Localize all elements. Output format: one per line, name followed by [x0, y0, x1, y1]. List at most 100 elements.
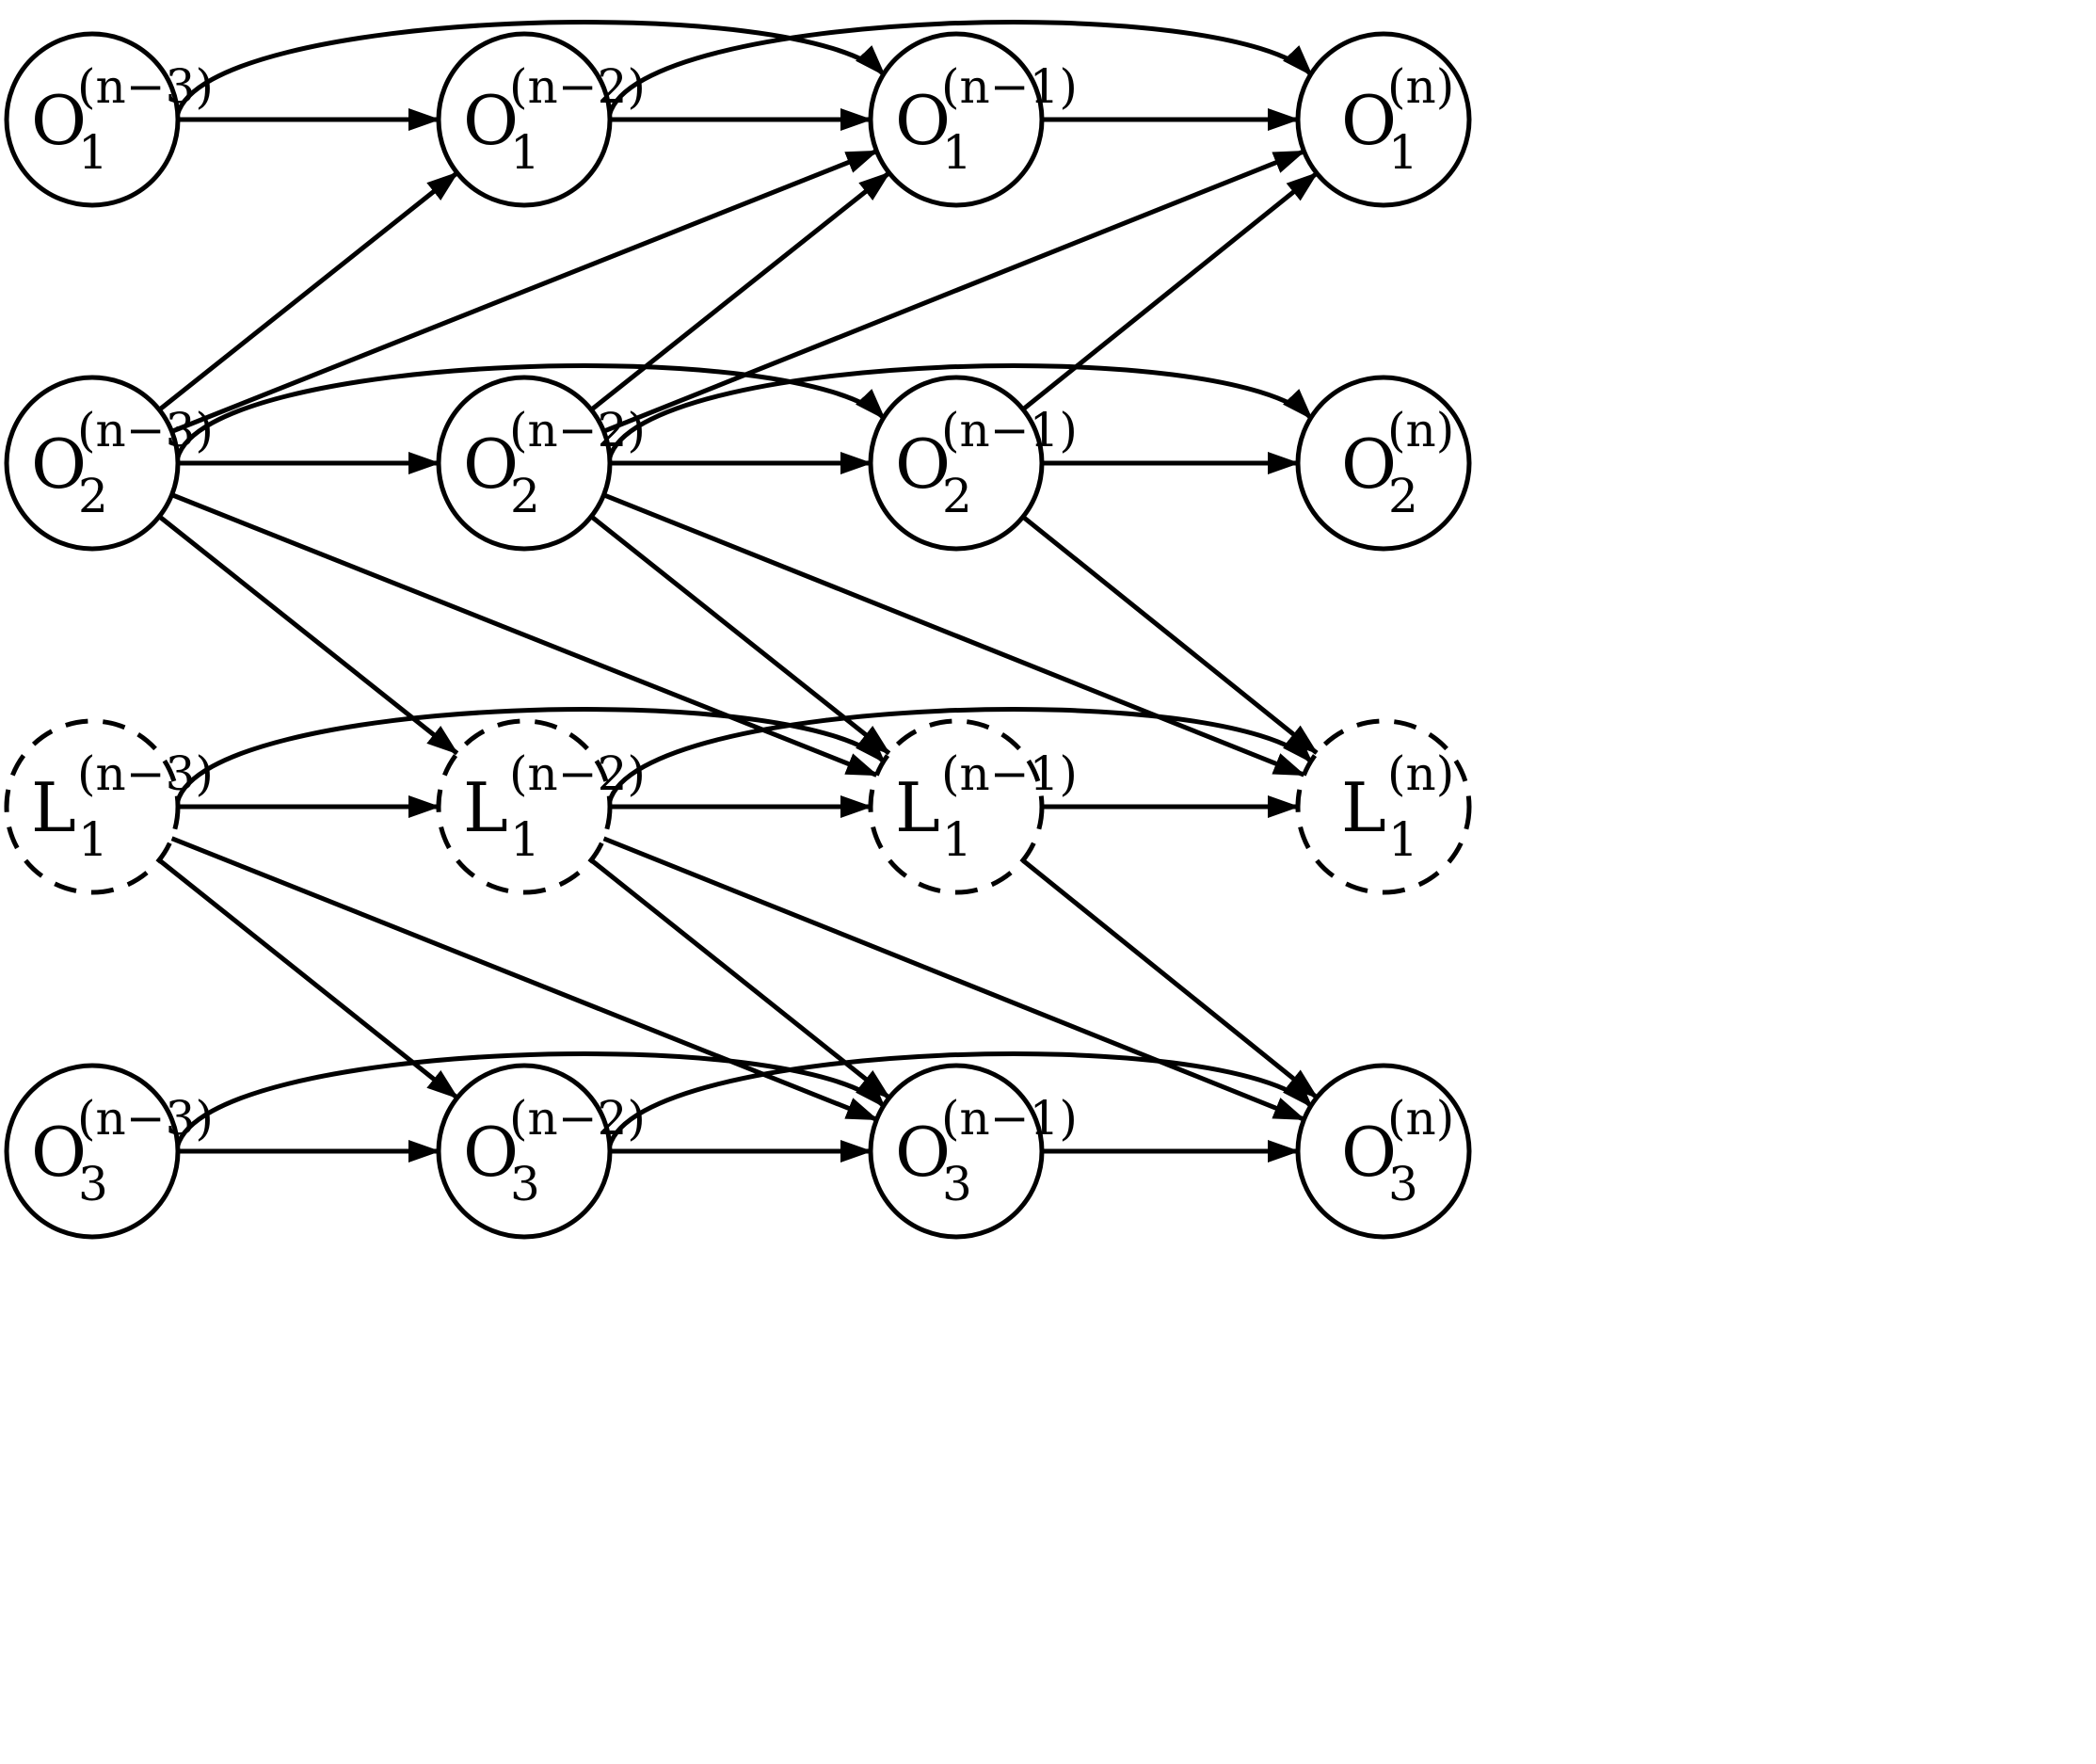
edge-o2-0-to-l1-2 — [170, 492, 879, 778]
node-label-sub-o1-2: 1 — [942, 125, 972, 180]
node-o3-3: O3 (n) — [1295, 1063, 1472, 1240]
node-circle-o2-1 — [436, 375, 613, 552]
node-label-sub-o1-0: 1 — [78, 125, 108, 180]
node-label-sup-o2-0: (n−3) — [77, 403, 214, 457]
node-label-base-o2-1: O — [463, 425, 519, 504]
edge-l1-0-to-o3-1 — [157, 858, 459, 1100]
node-circle-o3-2 — [868, 1063, 1045, 1240]
edge-o2-0-to-o1-1 — [157, 170, 459, 412]
edge-o2-1-to-l1-3 — [602, 492, 1306, 778]
edge-l1-1-to-o3-2 — [589, 858, 891, 1100]
edge-l1-0-to-o3-2 — [170, 836, 879, 1122]
node-label-sup-o3-2: (n−1) — [941, 1091, 1078, 1146]
edges-layer — [157, 20, 1319, 1163]
edge-o2-1-to-o1-3 — [602, 149, 1306, 434]
node-o2-1: O2 (n−2) — [436, 375, 646, 552]
node-label-sub-o2-2: 2 — [942, 469, 972, 523]
node-circle-o1-2 — [868, 31, 1045, 208]
node-label-base-o1-1: O — [463, 81, 519, 160]
node-label-base-o3-0: O — [31, 1113, 87, 1192]
node-circle-o1-3 — [1295, 31, 1472, 208]
node-label-base-l1-2: L — [895, 768, 940, 847]
node-label-sup-o1-3: (n) — [1387, 59, 1454, 114]
node-label-sub-l1-3: 1 — [1388, 812, 1418, 867]
node-circle-o2-3 — [1295, 375, 1472, 552]
node-circle-o1-1 — [436, 31, 613, 208]
nodes-layer: O1(n−3)O1(n−2)O1(n−1)O1(n)O2(n−3)O2(n−2)… — [4, 31, 1472, 1240]
node-o1-0: O1 (n−3) — [4, 31, 214, 208]
node-o2-2: O2 (n−1) — [868, 375, 1078, 552]
edge-o3-0-to-o3-2 — [175, 1051, 887, 1147]
edge-o2-0-to-o1-2 — [170, 149, 879, 434]
node-label-sub-o2-0: 2 — [78, 469, 108, 523]
edge-o2-1-to-o2-3 — [607, 363, 1314, 459]
node-circle-l1-0 — [4, 718, 181, 895]
node-label-sub-o2-3: 2 — [1388, 469, 1418, 523]
node-label-sub-o2-1: 2 — [510, 469, 540, 523]
node-circle-o3-0 — [4, 1063, 181, 1240]
node-label-sup-o3-0: (n−3) — [77, 1091, 214, 1146]
node-label-sup-l1-3: (n) — [1387, 746, 1454, 801]
node-label-base-o1-0: O — [31, 81, 87, 160]
node-label-base-l1-0: L — [31, 768, 76, 847]
node-label-sub-o3-1: 3 — [510, 1157, 540, 1211]
node-o2-0: O2 (n−3) — [4, 375, 214, 552]
node-label-sup-o2-1: (n−2) — [509, 403, 646, 457]
edge-o1-0-to-o1-2 — [175, 20, 887, 116]
node-label-sup-o1-2: (n−1) — [941, 59, 1078, 114]
edge-o1-1-to-o1-3 — [607, 20, 1314, 116]
node-circle-o3-1 — [436, 1063, 613, 1240]
node-label-sup-o3-3: (n) — [1387, 1091, 1454, 1146]
node-circle-l1-2 — [868, 718, 1045, 895]
node-label-base-o2-3: O — [1341, 425, 1397, 504]
edge-o2-2-to-o1-3 — [1021, 171, 1319, 411]
edge-o2-0-to-l1-1 — [157, 514, 459, 756]
edge-l1-1-to-o3-3 — [602, 836, 1306, 1122]
node-label-sup-o1-1: (n−2) — [509, 59, 646, 114]
node-label-sup-l1-1: (n−2) — [509, 746, 646, 801]
node-circle-o1-0 — [4, 31, 181, 208]
node-o3-1: O3 (n−2) — [436, 1063, 646, 1240]
node-o3-0: O3 (n−3) — [4, 1063, 214, 1240]
node-label-base-o2-0: O — [31, 425, 87, 504]
edge-l1-0-to-l1-2 — [175, 707, 887, 803]
node-label-base-o2-2: O — [895, 425, 951, 504]
node-o1-1: O1 (n−2) — [436, 31, 646, 208]
node-label-sup-l1-2: (n−1) — [941, 746, 1078, 801]
edge-l1-1-to-l1-3 — [607, 707, 1314, 803]
node-o1-3: O1 (n) — [1295, 31, 1472, 208]
node-label-sup-o1-0: (n−3) — [77, 59, 214, 114]
node-circle-l1-1 — [436, 718, 613, 895]
node-label-sub-l1-0: 1 — [78, 812, 108, 867]
node-label-sub-o3-3: 3 — [1388, 1157, 1418, 1211]
node-o2-3: O2 (n) — [1295, 375, 1472, 552]
node-label-sub-o1-3: 1 — [1388, 125, 1418, 180]
node-label-sub-o1-1: 1 — [510, 125, 540, 180]
node-circle-o2-0 — [4, 375, 181, 552]
edge-o2-1-to-l1-2 — [589, 514, 891, 756]
node-label-base-o3-1: O — [463, 1113, 519, 1192]
node-label-sup-o3-1: (n−2) — [509, 1091, 646, 1146]
node-label-base-o1-2: O — [895, 81, 951, 160]
node-label-base-o1-3: O — [1341, 81, 1397, 160]
node-label-sub-o3-0: 3 — [78, 1157, 108, 1211]
node-o3-2: O3 (n−1) — [868, 1063, 1078, 1240]
node-circle-l1-3 — [1295, 718, 1472, 895]
node-label-base-o3-2: O — [895, 1113, 951, 1192]
node-o1-2: O1 (n−1) — [868, 31, 1078, 208]
edge-l1-2-to-o3-3 — [1021, 858, 1319, 1099]
node-label-base-o3-3: O — [1341, 1113, 1397, 1192]
node-label-sup-o2-3: (n) — [1387, 403, 1454, 457]
node-label-sup-l1-0: (n−3) — [77, 746, 214, 801]
node-label-sub-o3-2: 3 — [942, 1157, 972, 1211]
node-circle-o3-3 — [1295, 1063, 1472, 1240]
edge-o3-1-to-o3-3 — [607, 1051, 1314, 1147]
node-label-base-l1-3: L — [1341, 768, 1386, 847]
edge-o2-2-to-l1-3 — [1021, 515, 1319, 755]
node-label-sup-o2-2: (n−1) — [941, 403, 1078, 457]
